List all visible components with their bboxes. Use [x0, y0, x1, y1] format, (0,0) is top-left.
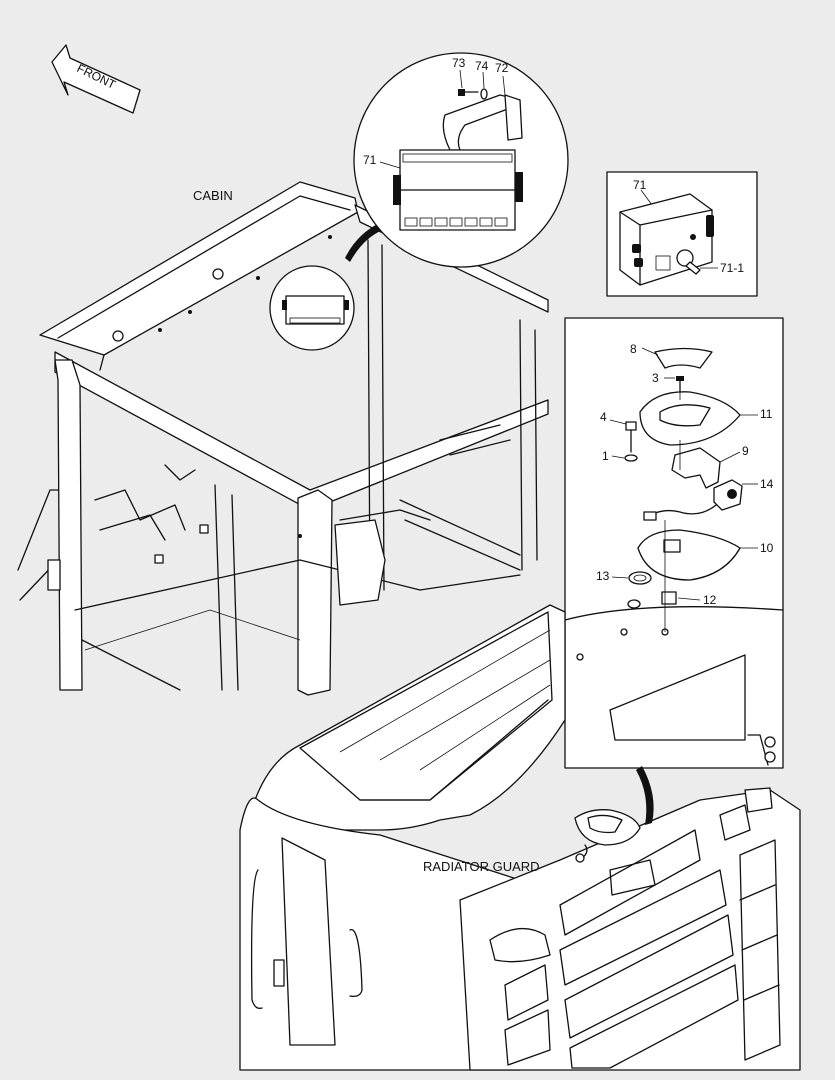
callout-13: 13: [596, 569, 610, 583]
callout-71-1: 71-1: [720, 261, 744, 275]
inset-box-71: 71 71-1: [606, 171, 758, 297]
roof-lamp-detail: [269, 265, 355, 351]
callout-10: 10: [760, 541, 774, 555]
callout-9: 9: [742, 444, 749, 458]
callout-14: 14: [760, 477, 774, 491]
radiator-guard: [239, 604, 801, 1071]
callout-71-main: 71: [363, 153, 377, 167]
callout-73: 73: [452, 56, 466, 70]
radiator-guard-label: RADIATOR GUARD: [423, 859, 540, 874]
callout-3: 3: [652, 371, 659, 385]
inset-box-rear-lamp: 8 3 11 4 1 9 14 10: [564, 317, 784, 769]
cabin-label: CABIN: [193, 188, 233, 203]
lamp-zoom-circle: 73 74 72 71: [353, 52, 569, 268]
callout-11: 11: [760, 407, 773, 421]
callout-71-inset: 71: [633, 178, 647, 192]
callout-4: 4: [600, 410, 607, 424]
callout-72: 72: [495, 61, 509, 75]
callout-8: 8: [630, 342, 637, 356]
callout-74: 74: [475, 59, 489, 73]
guard-lamp-detail: [574, 766, 656, 896]
callout-12: 12: [703, 593, 717, 607]
front-arrow: FRONT: [51, 44, 141, 114]
cabin-frame: [17, 181, 549, 696]
callout-1: 1: [602, 449, 609, 463]
